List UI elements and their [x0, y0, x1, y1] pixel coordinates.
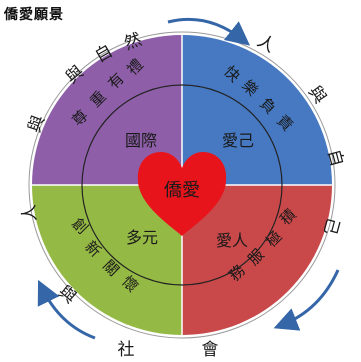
ring-right-char: 己: [319, 215, 343, 237]
ring-bottom-char: 社: [118, 340, 135, 360]
page-title: 僑愛願景: [4, 7, 64, 23]
label-top-right: 愛己: [222, 131, 254, 150]
label-bottom-left: 多元: [126, 228, 158, 247]
cycle-arrow-2: [273, 269, 340, 331]
ring-left-char: 與: [25, 113, 50, 136]
label-bottom-right: 愛人: [216, 231, 248, 250]
cycle-arrow-1: [167, 17, 251, 46]
center-heart: [137, 152, 227, 236]
ring-left-char: 人: [19, 204, 40, 223]
inner-circle: [81, 84, 283, 286]
label-top-left: 國際: [125, 131, 157, 150]
ring-top-char: 然: [122, 30, 145, 55]
cycle-arrow-3: [37, 279, 96, 340]
ring-right-char: 自: [323, 147, 347, 169]
ring-bottom-char: 會: [202, 340, 219, 360]
center-label: 僑愛: [164, 180, 200, 201]
